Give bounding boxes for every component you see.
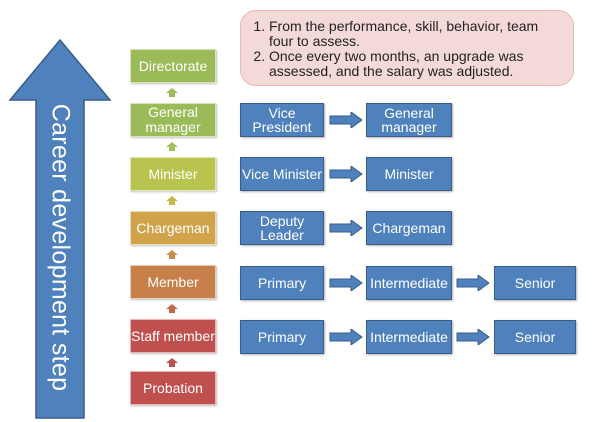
grade-box: Intermediate [366, 320, 452, 354]
grade-box: Primary [240, 266, 324, 300]
up-arrow-icon [166, 358, 178, 367]
right-arrow-icon [329, 220, 363, 236]
up-arrow-icon [166, 88, 178, 97]
grade-box: General manager [366, 103, 452, 137]
up-arrow-icon [166, 196, 178, 205]
level-directorate: Directorate [130, 49, 216, 83]
grade-box: Chargeman [366, 211, 452, 245]
level-chargeman: Chargeman [130, 211, 216, 245]
note-box: From the performance, skill, behavior, t… [240, 10, 574, 86]
right-arrow-icon [456, 275, 490, 291]
note-item: From the performance, skill, behavior, t… [269, 19, 563, 49]
right-arrow-icon [456, 329, 490, 345]
grade-box: Intermediate [366, 266, 452, 300]
grade-box: Vice Minister [240, 157, 324, 191]
up-arrow-icon [166, 142, 178, 151]
level-probation: Probation [130, 371, 216, 405]
right-arrow-icon [329, 329, 363, 345]
grade-box: Deputy Leader [240, 211, 324, 245]
right-arrow-icon [329, 112, 363, 128]
grade-box: Senior [494, 266, 576, 300]
right-arrow-icon [329, 275, 363, 291]
note-item: Once every two months, an upgrade was as… [269, 49, 563, 79]
grade-box: Senior [494, 320, 576, 354]
level-general-manager: General manager [130, 103, 216, 137]
grade-box: Vice President [240, 103, 324, 137]
grade-box: Primary [240, 320, 324, 354]
right-arrow-icon [329, 166, 363, 182]
career-arrow-icon [8, 38, 112, 419]
level-minister: Minister [130, 157, 216, 191]
up-arrow-icon [166, 250, 178, 259]
grade-box: Minister [366, 157, 452, 191]
level-staff-member: Staff member [130, 319, 216, 353]
up-arrow-icon [166, 304, 178, 313]
level-member: Member [130, 265, 216, 299]
